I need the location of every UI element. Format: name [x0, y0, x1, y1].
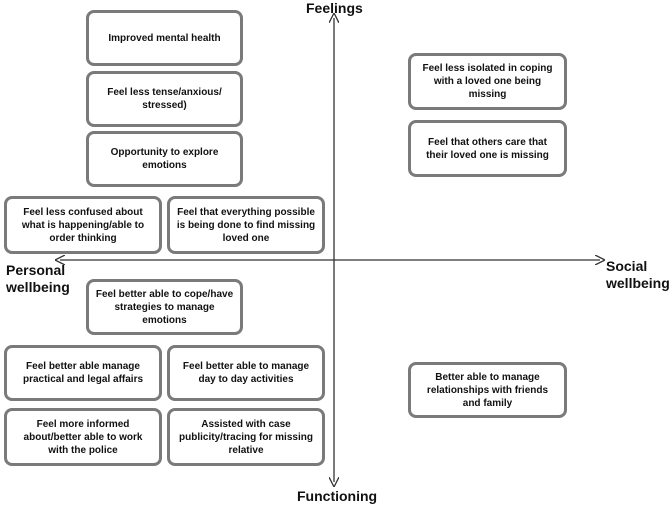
box-less-confused: Feel less confused about what is happeni…: [4, 196, 162, 254]
axis-label-bottom: Functioning: [297, 488, 378, 504]
box-less-tense: Feel less tense/anxious/ stressed): [86, 71, 243, 127]
box-less-isolated: Feel less isolated in coping with a love…: [408, 53, 567, 110]
axis-label-right: Social wellbeing: [606, 258, 670, 291]
box-day-to-day: Feel better able to manage day to day ac…: [167, 345, 325, 401]
box-relationships: Better able to manage relationships with…: [408, 362, 567, 418]
box-others-care: Feel that others care that their loved o…: [408, 120, 567, 177]
box-case-publicity: Assisted with case publicity/tracing for…: [167, 408, 325, 466]
box-cope-emotions: Feel better able to cope/have strategies…: [86, 279, 243, 335]
box-everything-possible: Feel that everything possible is being d…: [167, 196, 325, 254]
box-explore-emotions: Opportunity to explore emotions: [86, 131, 243, 187]
box-improved-mental-health: Improved mental health: [86, 10, 243, 66]
box-practical-legal: Feel better able manage practical and le…: [4, 345, 162, 401]
box-police: Feel more informed about/better able to …: [4, 408, 162, 466]
axis-label-left: Personal wellbeing: [6, 262, 70, 295]
axis-label-top: Feelings: [306, 0, 363, 16]
